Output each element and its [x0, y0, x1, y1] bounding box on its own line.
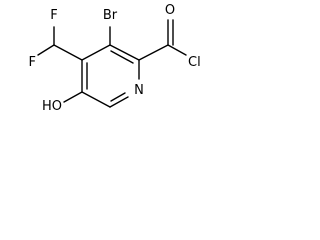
bond-c4-chf2	[53, 44, 83, 61]
bond-c5-c6	[81, 91, 111, 108]
atom-label-oh: HO	[42, 99, 62, 114]
bond-c3-c4	[81, 44, 111, 61]
atom-label-o-carbonyl: O	[165, 3, 175, 18]
bond-c6-n	[109, 96, 129, 108]
structure-canvas: Br O Cl N HO F F	[0, 0, 226, 138]
bond-c5-oh	[63, 91, 83, 103]
atom-label-f-left: F	[29, 55, 36, 70]
atom-label-cl: Cl	[188, 55, 201, 70]
bond-c6-n-double	[110, 92, 126, 102]
atom-label-n: N	[134, 83, 144, 98]
bond-chf2-f-left	[37, 44, 55, 56]
molecule-structure: Br O Cl N HO F F	[29, 3, 201, 114]
bond-c2-carbonyl	[138, 44, 169, 61]
atom-label-br: Br	[103, 8, 118, 23]
atom-label-f-top: F	[50, 8, 57, 23]
bond-c2-c3	[109, 44, 140, 61]
bond-carbonyl-cl	[167, 44, 187, 56]
bond-c2-c3-double	[110, 50, 134, 64]
